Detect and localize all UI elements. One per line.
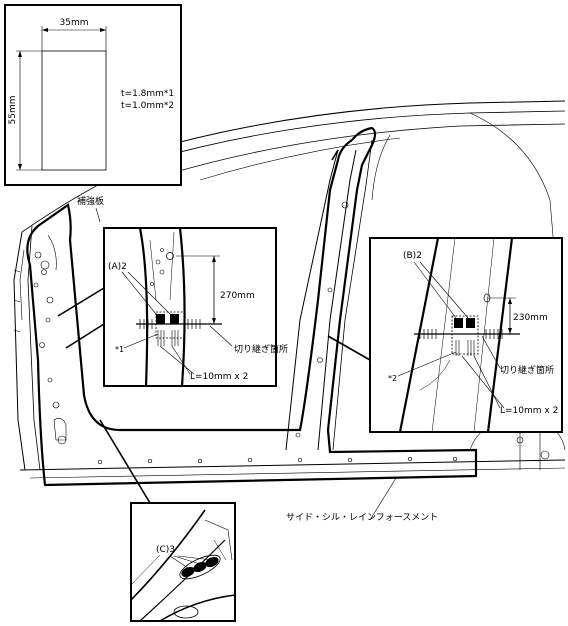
sill-holes [97, 456, 458, 465]
plate-outline [41, 50, 107, 171]
plate-position-a [155, 311, 185, 339]
weld-mark-a-1 [156, 314, 165, 324]
detail-a-box: 270mm (A)2 *1 切り継ぎ箇所 L=10mm x 2 [103, 227, 288, 387]
plate-width-label: 35mm [60, 18, 89, 28]
front-pillar-details [13, 234, 67, 441]
stitch-welds-a [157, 330, 179, 346]
detail-b-note: *2 [388, 374, 397, 383]
distance-b-label: 230mm [513, 313, 548, 323]
detail-c-label: (C)3 [156, 545, 175, 555]
plate-caption: 補強板 [77, 195, 104, 207]
detail-a-note: *1 [115, 345, 124, 354]
sill-reinforcement-label: サイド・シル・レインフォースメント [286, 512, 438, 523]
stitch-welds-b [455, 340, 475, 356]
detail-a-cut-label: 切り継ぎ箇所 [234, 343, 288, 355]
plate-height-label: 55mm [8, 96, 18, 125]
plate-thickness-1: t=1.8mm*1 [121, 89, 174, 99]
detail-b-label: (B)2 [403, 251, 422, 261]
detail-b-cut-label: 切り継ぎ箇所 [500, 364, 554, 376]
detail-b-weld-spec: L=10mm x 2 [500, 406, 558, 416]
weld-mark-b-2 [466, 318, 475, 328]
distance-a-label: 270mm [220, 291, 255, 301]
plate-thickness-2: t=1.0mm*2 [121, 101, 174, 111]
detail-leaders [57, 287, 397, 521]
detail-a-label: (A)2 [108, 262, 127, 272]
cut-ticks-b [419, 329, 503, 339]
replacement-outline [26, 126, 478, 487]
weld-mark-b-1 [454, 318, 463, 328]
detail-a-weld-spec: L=10mm x 2 [190, 372, 248, 382]
detail-c-box: (C)3 [130, 502, 236, 622]
reinforcement-plate-box: 35mm 55mm t=1.8mm*1 t=1.0mm*2 [4, 4, 182, 186]
weld-mark-a-2 [170, 314, 179, 324]
plate-position-b [451, 315, 479, 355]
detail-b-box: 230mm (B)2 *2 切り継ぎ箇所 L=10mm x 2 [369, 237, 563, 433]
cut-ticks-a [139, 319, 201, 329]
